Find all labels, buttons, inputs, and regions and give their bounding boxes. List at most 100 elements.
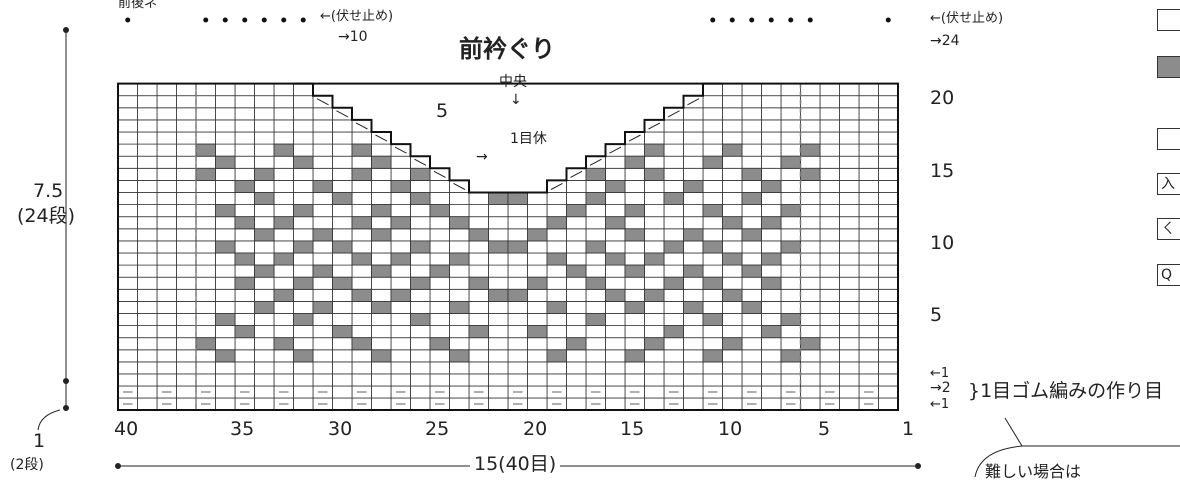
- chart-cell: [878, 325, 899, 339]
- dim-dot: [915, 463, 921, 469]
- chart-cell: [858, 155, 879, 169]
- chart-cell: [215, 276, 236, 290]
- chart-cell: [410, 337, 431, 351]
- decrease-symbol: [375, 134, 388, 142]
- chart-cell: [585, 216, 606, 230]
- chart-cell: [351, 276, 372, 290]
- chart-cell: [800, 131, 821, 145]
- chart-cell: [488, 361, 509, 375]
- chart-cell: [312, 252, 333, 266]
- chart-cell: [527, 337, 548, 351]
- chart-cell: [761, 361, 782, 375]
- chart-cell: [800, 349, 821, 363]
- chart-cell: [644, 264, 665, 278]
- chart-cell: [858, 143, 879, 157]
- chart-cell: [293, 337, 314, 351]
- chart-cell: [117, 240, 138, 254]
- rib-cell: [507, 373, 528, 387]
- chart-cell: [156, 216, 177, 230]
- chart-cell: [761, 167, 782, 181]
- rib-cell: [644, 385, 665, 399]
- chart-cell: [858, 337, 879, 351]
- chart-cell: [702, 95, 723, 109]
- chart-cell: [566, 349, 587, 363]
- shaded-cell: [507, 240, 528, 254]
- chart-cell: [878, 95, 899, 109]
- row-number-15: 15: [930, 160, 955, 182]
- chart-cell: [215, 119, 236, 133]
- chart-cell: [176, 179, 197, 193]
- chart-cell: [839, 252, 860, 266]
- chart-cell: [546, 288, 567, 302]
- chart-cell: [449, 276, 470, 290]
- chart-cell: [702, 228, 723, 242]
- chart-cell: [819, 192, 840, 206]
- chart-cell: [137, 300, 158, 314]
- chart-cell: [780, 192, 801, 206]
- chart-cell: [683, 361, 704, 375]
- shaded-cell: [468, 228, 489, 242]
- chart-cell: [800, 264, 821, 278]
- shaded-cell: [254, 167, 275, 181]
- chart-cell: [468, 361, 489, 375]
- chart-cell: [312, 107, 333, 121]
- rib-cell: [371, 385, 392, 399]
- chart-cell: [800, 155, 821, 169]
- chart-cell: [449, 204, 470, 218]
- chart-cell: [156, 240, 177, 254]
- shaded-cell: [566, 337, 587, 351]
- chart-cell: [234, 337, 255, 351]
- shaded-cell: [702, 240, 723, 254]
- shaded-cell: [780, 313, 801, 327]
- chart-cell: [839, 264, 860, 278]
- chart-cell: [605, 155, 626, 169]
- chart-cell: [819, 131, 840, 145]
- chart-cell: [254, 131, 275, 145]
- chart-cell: [117, 119, 138, 133]
- chart-cell: [507, 216, 528, 230]
- chart-cell: [878, 83, 899, 97]
- chart-cell: [429, 192, 450, 206]
- chart-cell: [371, 337, 392, 351]
- chart-cell: [410, 216, 431, 230]
- chart-cell: [332, 361, 353, 375]
- chart-cell: [683, 240, 704, 254]
- chart-cell: [644, 313, 665, 327]
- shaded-cell: [546, 252, 567, 266]
- decrease-symbol: [433, 170, 446, 178]
- chart-cell: [312, 337, 333, 351]
- decrease-symbol: [667, 110, 680, 118]
- chart-cell: [624, 167, 645, 181]
- bind-off-dot: [788, 17, 794, 23]
- chart-cell: [117, 143, 138, 157]
- chart-cell: [878, 288, 899, 302]
- chart-cell: [117, 300, 138, 314]
- chart-cell: [507, 204, 528, 218]
- chart-cell: [234, 313, 255, 327]
- chart-cell: [117, 361, 138, 375]
- rib-cell: [449, 373, 470, 387]
- chart-cell: [819, 240, 840, 254]
- chart-cell: [780, 167, 801, 181]
- shaded-cell: [605, 252, 626, 266]
- chart-cell: [741, 119, 762, 133]
- chart-cell: [722, 131, 743, 145]
- rib-cell: [410, 397, 431, 411]
- chart-cell: [683, 119, 704, 133]
- shaded-cell: [312, 179, 333, 193]
- neckline-outline: [293, 82, 723, 194]
- chart-cell: [390, 276, 411, 290]
- shaded-cell: [312, 264, 333, 278]
- width-dimension: 15(40目): [470, 455, 561, 474]
- chart-cell: [780, 361, 801, 375]
- shaded-cell: [332, 276, 353, 290]
- chart-cell: [156, 95, 177, 109]
- chart-cell: [780, 264, 801, 278]
- chart-cell: [644, 131, 665, 145]
- shaded-cell: [585, 313, 606, 327]
- chart-cell: [332, 252, 353, 266]
- rib-cell: [488, 385, 509, 399]
- chart-cell: [312, 361, 333, 375]
- chart-cell: [644, 179, 665, 193]
- rib-cell: [722, 397, 743, 411]
